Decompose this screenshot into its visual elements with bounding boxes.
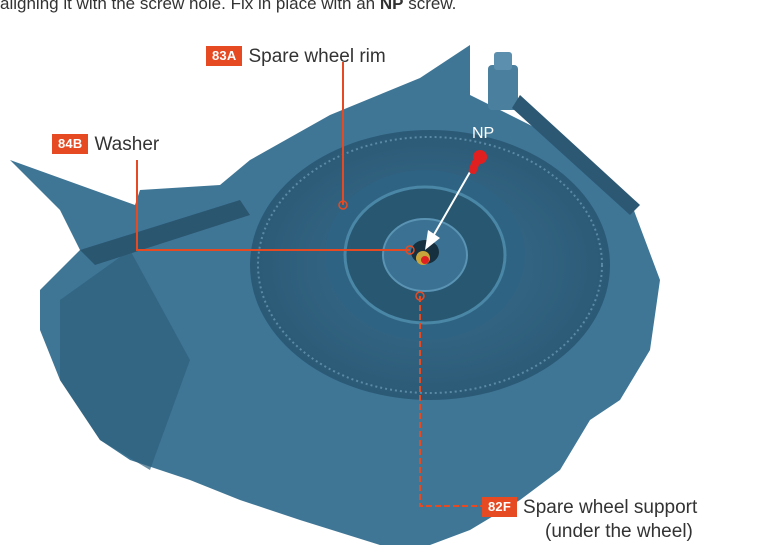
np-screw-label: NP	[472, 125, 495, 142]
callout-83a: 83A Spare wheel rim	[206, 46, 386, 68]
jack-rail	[512, 95, 640, 215]
callout-code: 84B	[52, 134, 89, 154]
jack-body	[488, 65, 518, 110]
leader-83a-dot	[338, 200, 348, 210]
callout-text: Spare wheel support	[523, 497, 698, 518]
caption-text: aligning it with the screw hole. Fix in …	[0, 0, 380, 13]
callout-text: Spare wheel rim	[248, 46, 386, 67]
insert-arrow-line	[431, 171, 471, 239]
tray-shadow	[60, 250, 190, 470]
insert-arrow-head	[425, 230, 440, 250]
caption-bold-np: NP	[379, 0, 404, 13]
callout-82f-subtext: (under the wheel)	[545, 521, 693, 542]
caption-text-end: screw.	[403, 0, 457, 13]
np-screw-shank	[468, 159, 480, 175]
tyre-tread	[257, 136, 603, 394]
callout-82f: 82F Spare wheel support	[482, 497, 697, 519]
tray-ridge	[80, 200, 250, 265]
instruction-caption: aligning it with the screw hole. Fix in …	[0, 0, 758, 14]
callout-code: 82F	[482, 497, 518, 517]
washer-centre	[421, 256, 429, 264]
leader-82f-dot	[415, 291, 425, 301]
callout-84b: 84B Washer	[52, 134, 159, 156]
callout-code: 83A	[206, 46, 243, 66]
leader-82f	[419, 296, 482, 507]
leader-84b	[136, 160, 410, 251]
jack-top	[494, 52, 512, 70]
callout-text: Washer	[94, 134, 160, 155]
leader-84b-dot	[405, 245, 415, 255]
